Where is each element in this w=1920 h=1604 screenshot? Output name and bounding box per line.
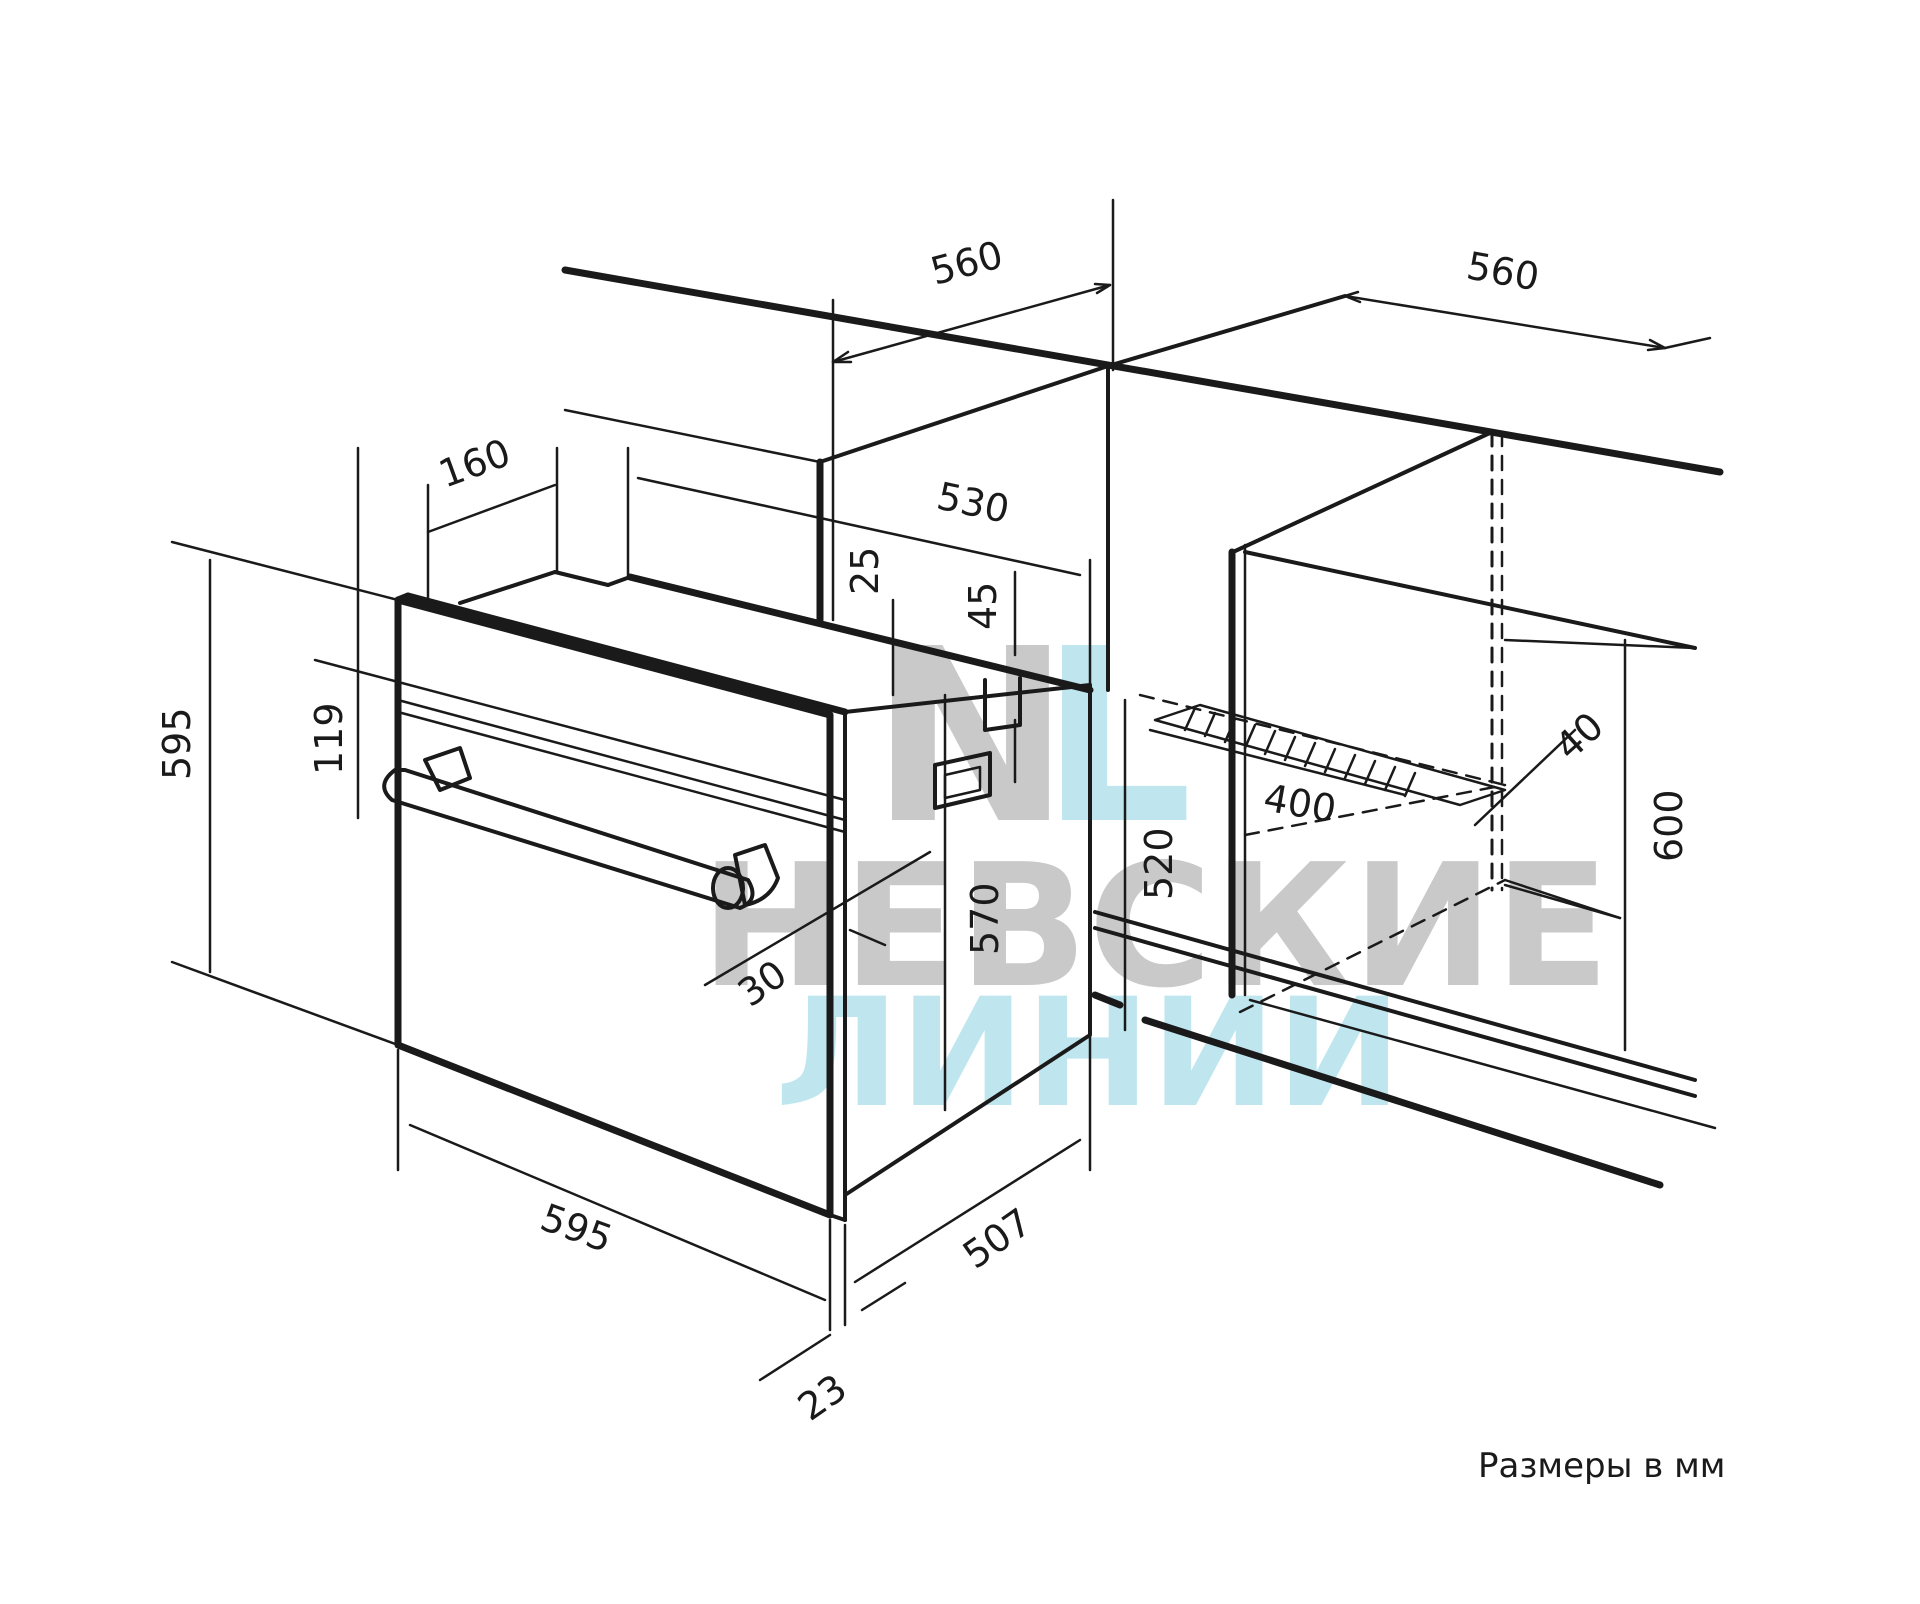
dim-595h-ext-bottom [170,960,400,1047]
dim-560-right-line [1343,294,1667,350]
dim-560-left-arrow-a [831,350,853,364]
dimension-lines [170,282,1712,1382]
handle-left-bracket [423,746,472,792]
dim-40-line [1473,728,1577,827]
oven-top-left-edge [458,570,557,605]
niche-floor-front-2 [1093,926,1697,1098]
dim-23-line-b [860,1281,907,1312]
dim-560-left-line [831,283,1112,364]
handle-right-bracket [733,843,780,907]
label-595-height: 595 [155,707,199,780]
side-mounting-bracket [933,751,992,810]
dimension-labels: 560 560 160 530 25 45 119 595 595 507 23… [155,232,1691,1429]
oven-top-vent-step-2 [606,575,632,587]
countertop-left-return [818,364,1110,464]
control-panel-line-2 [396,710,847,834]
label-520: 520 [1137,827,1181,900]
handle-end-cap [711,866,745,910]
label-25: 25 [843,547,887,595]
units-footnote: Размеры в мм [1478,1446,1726,1486]
label-40: 40 [1547,704,1612,769]
label-400: 400 [1260,776,1339,832]
label-45: 45 [961,582,1005,630]
oven-top-front-edge [404,592,849,716]
dim-23-line-a [758,1333,832,1382]
floor-vent-hatching [1183,706,1417,798]
oven-side-body [843,683,1092,1222]
label-560-right: 560 [1463,244,1542,300]
dim-560-right-arrow-b [1646,338,1667,352]
watermark-logo-l: L [1040,597,1193,877]
control-panel-line-1 [396,698,847,822]
label-119: 119 [307,702,351,775]
dim-160-line [426,483,557,534]
dim-560-right-arrow-a [1343,290,1362,304]
dim-119-ext [313,658,847,802]
dim-595w-line [408,1123,827,1302]
base-plinth-stub [1091,991,1124,1009]
niche-floor-front-3 [1248,998,1717,1130]
niche-floor-dashed-side [1243,783,1507,837]
label-23: 23 [790,1366,855,1430]
dim-560-right-ext [1663,336,1712,350]
dim-595h-ext-top [170,540,400,602]
oven-top-vent-step-1 [553,570,610,587]
niche-right-shelf-line [1243,550,1697,650]
dim-400-line [1148,728,1407,797]
dim-30-ext [848,928,887,947]
oven-front-bottom-corner [828,1213,847,1222]
label-560-left: 560 [926,232,1007,293]
floor-vent-outline [1153,703,1507,807]
label-595-width: 595 [535,1195,618,1261]
dim-30-line [703,850,932,987]
dim-560-left-arrow-b [1093,282,1112,295]
label-530: 530 [933,474,1013,532]
niche-floor-dashed-back [1138,693,1507,787]
oven-top-right-edge [843,683,1092,714]
dim-600-ext-bottom [1503,883,1622,920]
label-160: 160 [433,430,516,496]
countertop-front-edge [561,266,1724,476]
oven-top-back-edge [626,573,1094,694]
niche-right-wall-top [1231,430,1494,554]
label-570: 570 [963,882,1007,955]
side-recess [983,676,1022,732]
countertop-back-edge [1106,294,1347,368]
oven-body [382,570,1094,1222]
dim-507-line [853,1138,1082,1284]
niche-floor-front-1 [1093,910,1697,1082]
label-600: 600 [1647,789,1691,862]
dim-600-ext-top [1503,638,1697,650]
door-handle [382,768,755,910]
dim-530-line [636,476,1082,577]
cabinet-niche [561,198,1724,1189]
niche-top-ref-line [563,408,822,464]
base-plinth-line [1141,1016,1664,1189]
niche-floor-dashed-diag [1238,878,1507,1014]
